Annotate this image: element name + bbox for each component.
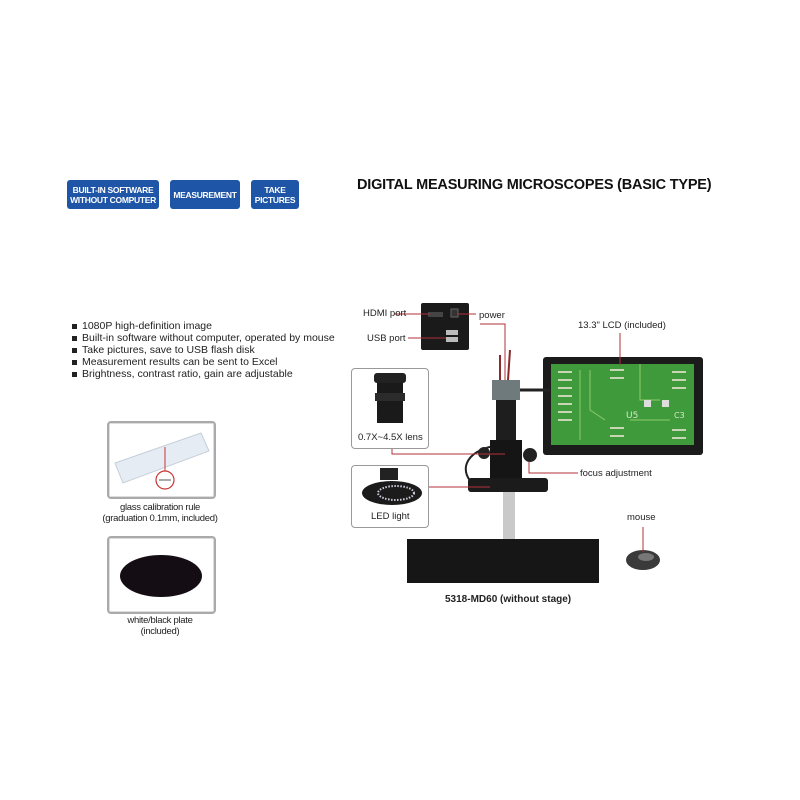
lens-label: 0.7X~4.5X lens — [358, 432, 423, 443]
lens-inset — [351, 368, 429, 449]
power-jack-icon — [450, 308, 459, 318]
microscope-illustration: U5 C3 — [391, 303, 703, 583]
base-plate — [407, 539, 599, 583]
power-label: power — [479, 310, 505, 321]
focus-knob — [523, 448, 537, 462]
feature-item: 1080P high-definition image — [70, 320, 335, 332]
lens-icon — [374, 373, 406, 423]
feature-item: Take pictures, save to USB flash disk — [70, 344, 335, 356]
badge-line: MEASUREMENT — [173, 189, 237, 200]
led-light-label: LED light — [371, 511, 410, 522]
caption-line: (included) — [140, 626, 180, 637]
badge-line: BUILT-IN SOFTWARE — [72, 184, 154, 195]
hdmi-port-icon — [428, 312, 443, 317]
hdmi-port-label: HDMI port — [363, 308, 407, 319]
caption-line: glass calibration rule — [120, 502, 200, 513]
led-ring-icon — [362, 468, 422, 505]
focus-adjustment-label: focus adjustment — [580, 468, 652, 479]
badge-measurement: MEASUREMENT — [170, 180, 240, 209]
feature-item: Built-in software without computer, oper… — [70, 332, 335, 344]
lcd-label: 13.3" LCD (included) — [578, 320, 666, 331]
usb-port-label: USB port — [367, 333, 406, 344]
caption-line: white/black plate — [127, 615, 193, 626]
feature-item: Measurement results can be sent to Excel — [70, 356, 335, 368]
feature-list: 1080P high-definition image Built-in sof… — [70, 320, 335, 380]
lcd-screen — [551, 364, 694, 445]
badge-line: WITHOUT COMPUTER — [70, 194, 156, 205]
page-title: DIGITAL MEASURING MICROSCOPES (BASIC TYP… — [357, 177, 712, 193]
usb-port-icon — [446, 330, 458, 335]
connector-panel — [421, 303, 469, 350]
glass-calibration-rule-image — [107, 421, 216, 499]
model-caption: 5318-MD60 (without stage) — [445, 594, 572, 605]
badge-line: TAKE — [264, 184, 286, 195]
led-light-inset — [351, 465, 429, 528]
camera-head — [492, 380, 520, 400]
plate-caption: white/black plate(included) — [95, 615, 225, 637]
glass-calibration-caption: glass calibration rule(graduation 0.1mm,… — [95, 502, 225, 524]
svg-text:C3: C3 — [674, 411, 685, 420]
plate-icon — [120, 555, 202, 597]
column — [503, 492, 515, 542]
mouse-label: mouse — [627, 512, 656, 523]
badge-line: PICTURES — [254, 194, 296, 205]
usb-port-icon — [446, 337, 458, 342]
glass-slide-icon — [114, 432, 210, 490]
zoom-lens — [496, 400, 516, 440]
feature-item: Brightness, contrast ratio, gain are adj… — [70, 368, 335, 380]
svg-text:U5: U5 — [626, 411, 638, 421]
caption-line: (graduation 0.1mm, included) — [102, 513, 218, 524]
led-ring-mount — [468, 478, 548, 492]
white-black-plate-image — [107, 536, 216, 614]
